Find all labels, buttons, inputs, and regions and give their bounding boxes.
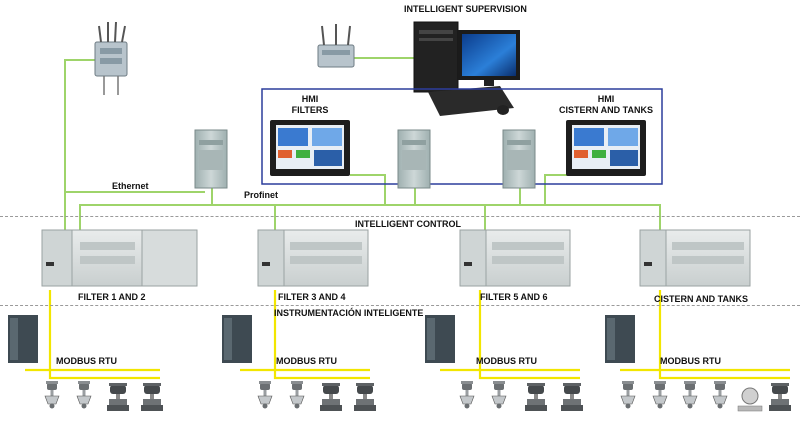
switch-module-icon: [502, 129, 536, 189]
valve-actuator-icon: [320, 383, 342, 411]
hmi-tanks-line2: CISTERN AND TANKS: [559, 105, 653, 115]
hmi-filters-title: HMI FILTERS: [285, 94, 335, 116]
valve-actuator-icon: [769, 383, 791, 411]
plc-icon: [459, 229, 571, 287]
valve-actuator-icon: [76, 380, 92, 409]
hmi-filters-line1: HMI: [301, 94, 319, 104]
plc-icon: [257, 229, 369, 287]
plc3-label: FILTER 5 AND 6: [480, 292, 548, 302]
ethernet-label: Ethernet: [112, 181, 149, 191]
field-instruments-group-2: [257, 380, 376, 411]
switch-module-icon: [397, 129, 431, 189]
valve-actuator-icon: [561, 383, 583, 411]
zone-separator-instrumentation: [0, 305, 800, 306]
instrumentation-label: INSTRUMENTACIÓN INTELIGENTE: [274, 308, 424, 318]
hmi-filters-line2: FILTERS: [291, 105, 329, 115]
plc2-label: FILTER 3 AND 4: [278, 292, 346, 302]
hmi-network-frame: [261, 88, 663, 185]
pressure-gauge-icon: [737, 387, 763, 412]
switch-module-icon: [194, 129, 228, 189]
field-instruments-group-4: [620, 380, 791, 412]
control-label: INTELLIGENT CONTROL: [355, 219, 461, 229]
modbus-network: [25, 290, 790, 380]
valve-actuator-icon: [107, 383, 129, 411]
field-instruments-group-1: [44, 380, 163, 411]
hmi-tanks-title: HMI CISTERN AND TANKS: [551, 94, 661, 116]
valve-actuator-icon: [459, 380, 475, 409]
valve-actuator-icon: [141, 383, 163, 411]
power-supply-icon: [222, 315, 252, 363]
wireless-router-icon: [94, 21, 128, 95]
valve-actuator-icon: [289, 380, 305, 409]
plc-icon: [41, 229, 198, 287]
modbus1-label: MODBUS RTU: [56, 356, 117, 366]
profinet-label: Profinet: [244, 190, 279, 200]
hmi-tanks-line1: HMI: [597, 94, 615, 104]
computer-workstation-icon: [413, 21, 520, 116]
valve-actuator-icon: [354, 383, 376, 411]
modbus3-label: MODBUS RTU: [476, 356, 537, 366]
modbus4-label: MODBUS RTU: [660, 356, 721, 366]
valve-actuator-icon: [682, 380, 698, 409]
modbus2-label: MODBUS RTU: [276, 356, 337, 366]
zone-separator-control: [0, 216, 800, 217]
field-instruments-group-3: [459, 380, 583, 411]
valve-actuator-icon: [44, 380, 60, 409]
valve-actuator-icon: [652, 380, 668, 409]
supervision-label: INTELLIGENT SUPERVISION: [404, 4, 527, 14]
plc1-label: FILTER 1 AND 2: [78, 292, 146, 302]
plc-icon: [639, 229, 751, 287]
valve-actuator-icon: [491, 380, 507, 409]
plc4-label: CISTERN AND TANKS: [654, 294, 748, 304]
power-supply-icon: [605, 315, 635, 363]
power-supply-icon: [8, 315, 38, 363]
valve-actuator-icon: [525, 383, 547, 411]
valve-actuator-icon: [257, 380, 273, 409]
valve-actuator-icon: [620, 380, 636, 409]
power-supply-icon: [425, 315, 455, 363]
valve-actuator-icon: [712, 380, 728, 409]
hmi-panel-icon: [566, 120, 646, 176]
wireless-router-icon: [317, 24, 355, 68]
hmi-panel-icon: [270, 120, 350, 176]
